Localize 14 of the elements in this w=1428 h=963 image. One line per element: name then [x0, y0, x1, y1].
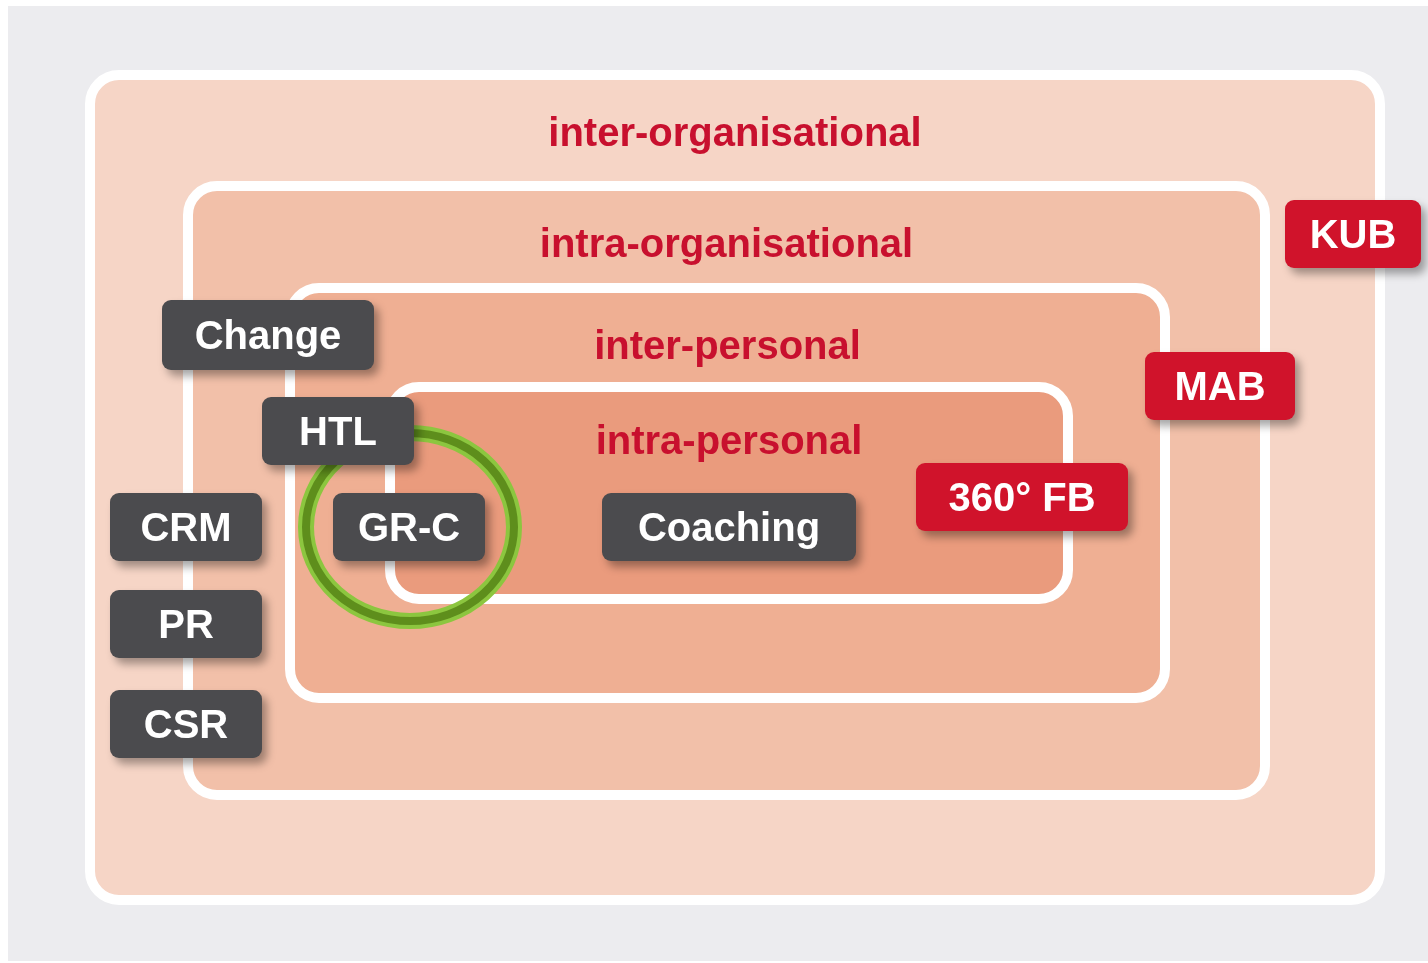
- region-heading: intra-personal: [595, 417, 863, 464]
- topic-label: Change: [162, 300, 374, 370]
- topic-label: PR: [110, 590, 262, 658]
- topic-label: CRM: [110, 493, 262, 561]
- topic-label: HTL: [262, 397, 414, 465]
- topic-label: CSR: [110, 690, 262, 758]
- region-heading: intra-organisational: [539, 220, 914, 267]
- topic-label: 360° FB: [916, 463, 1128, 531]
- topic-label: GR-C: [333, 493, 485, 561]
- topic-label: Coaching: [602, 493, 856, 561]
- region-heading: inter-organisational: [548, 109, 922, 156]
- topic-label: MAB: [1145, 352, 1295, 420]
- topic-label: KUB: [1285, 200, 1421, 268]
- region-heading: inter-personal: [594, 322, 861, 369]
